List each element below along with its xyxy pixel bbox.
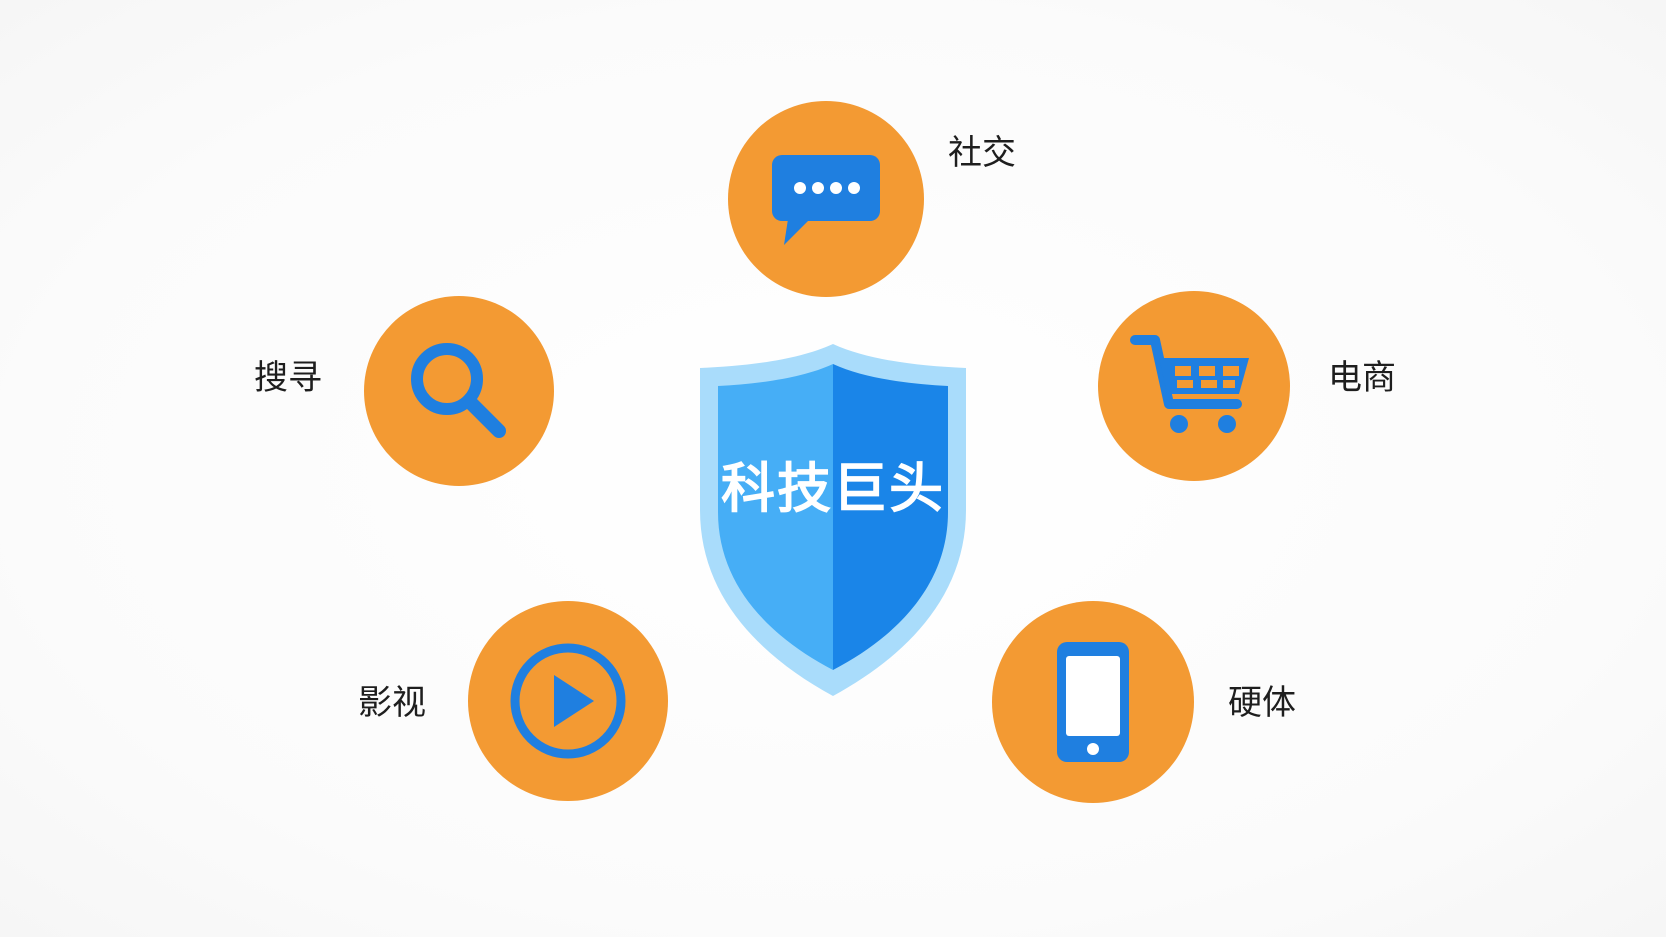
- node-ecommerce: [1098, 291, 1290, 481]
- play-icon: [510, 643, 626, 759]
- label-social: 社交: [948, 133, 1016, 173]
- node-video: [468, 601, 668, 801]
- node-search: [364, 296, 554, 486]
- shield-icon: [700, 344, 966, 696]
- label-search: 搜寻: [254, 358, 322, 398]
- node-social: [728, 101, 924, 297]
- chat-bubble-icon: [772, 155, 880, 245]
- shopping-cart-icon: [1130, 335, 1249, 433]
- center-title: 科技巨头: [721, 457, 945, 520]
- label-video: 影视: [358, 683, 426, 723]
- label-hardware: 硬体: [1228, 683, 1296, 723]
- smartphone-icon: [1057, 642, 1129, 762]
- search-icon: [411, 343, 506, 438]
- node-hardware: [992, 601, 1194, 803]
- label-ecommerce: 电商: [1328, 358, 1396, 398]
